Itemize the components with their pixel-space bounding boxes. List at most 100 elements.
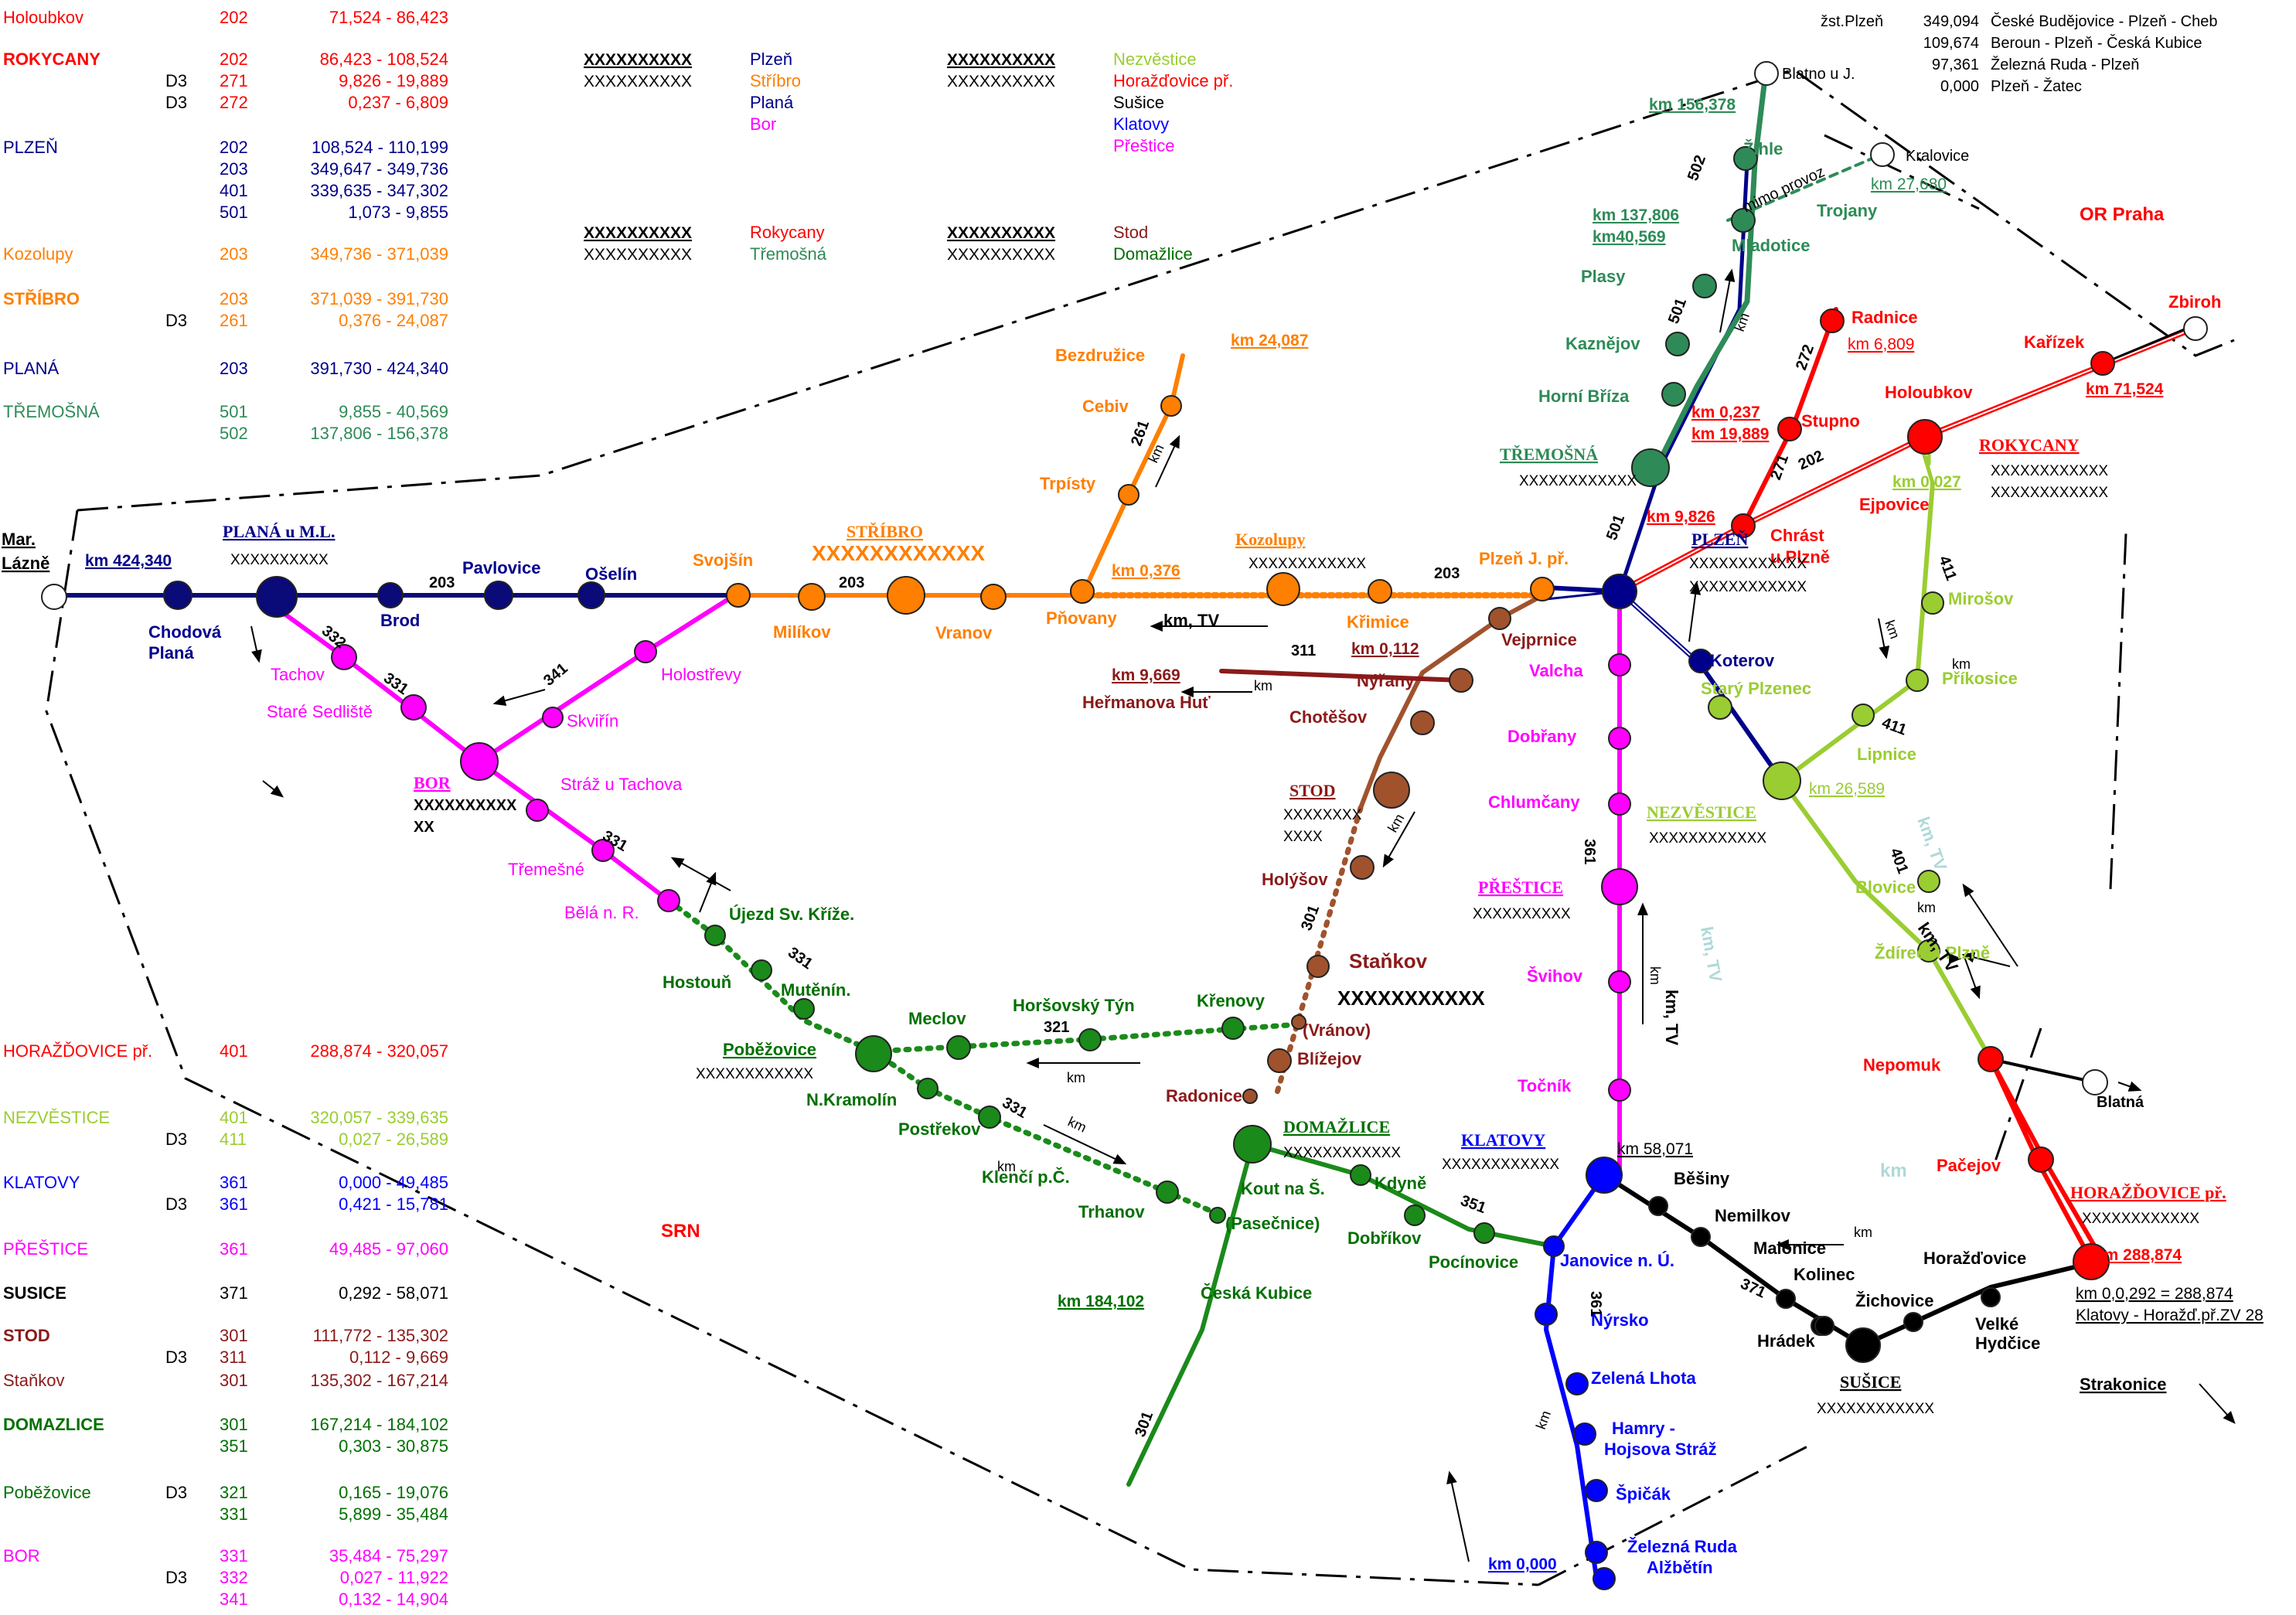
station-label: Lipnice (1857, 744, 1916, 764)
table-km-range: 0,165 - 19,076 (339, 1483, 448, 1502)
table-line-number: 401 (220, 1041, 248, 1061)
station-label: Plasy (1581, 267, 1626, 286)
table-km-range: 71,524 - 86,423 (329, 8, 448, 27)
station-dot (946, 1035, 971, 1060)
station-label: (Vránov) (1303, 1020, 1371, 1040)
arrow-head (1169, 434, 1180, 449)
arrow-head (1150, 621, 1163, 632)
station-dot (1266, 572, 1300, 606)
table-station-name: PLANÁ (3, 359, 59, 378)
station-dot (1608, 653, 1631, 676)
table-km-range: 9,826 - 19,889 (339, 71, 448, 90)
km-label: km (1145, 441, 1167, 465)
line-number: 501 (1603, 513, 1628, 543)
station-label: Valcha (1529, 661, 1583, 680)
station-dot (256, 576, 298, 618)
arrow-head (1382, 853, 1394, 868)
station-dot (1602, 574, 1637, 609)
table-line-number: 271 (220, 71, 248, 90)
km-label: km (1880, 1160, 1907, 1181)
station-dot (41, 584, 67, 610)
station-dot (1851, 704, 1875, 727)
station-dot (1845, 1327, 1881, 1363)
table-km-range: 0,376 - 24,087 (339, 311, 448, 330)
station-label: Tachov (271, 665, 325, 684)
station-label: Ošelín (585, 564, 637, 584)
table-line-number: 203 (220, 359, 248, 378)
station-dot (1160, 395, 1182, 417)
station-dot (1608, 792, 1631, 816)
station-label: Vranov (935, 623, 993, 642)
station-dot (331, 644, 357, 670)
table-right-head: žst.Plzeň (1821, 13, 1883, 30)
line-number: 341 (540, 660, 571, 690)
station-dot (1981, 1287, 2001, 1307)
station-dot (1903, 1312, 1923, 1332)
line-number: 203 (1434, 565, 1460, 582)
placeholder-xs: XXXXXXXXXXXX (696, 1066, 813, 1082)
station-label: Švihov (1527, 966, 1583, 986)
legend-district: Třemošná (750, 244, 827, 264)
line-number: 203 (429, 574, 455, 591)
km-mark: km 58,071 (1617, 1140, 1693, 1158)
station-label: Chlumčany (1488, 792, 1580, 812)
station-label: Lázně (2, 554, 49, 573)
km-label: km (1533, 1409, 1554, 1431)
station-label: Stupno (1801, 411, 1860, 431)
station-label: Česká Kubice (1201, 1283, 1312, 1303)
placeholder-xs: XXXXXXXXXXXX (1689, 579, 1807, 595)
table-station-name: TŘEMOŠNÁ (3, 402, 100, 421)
table-line-number: 272 (220, 93, 248, 112)
table-line-number: 351 (220, 1436, 248, 1456)
station-dot (1070, 579, 1095, 604)
station-dot (377, 582, 404, 608)
station-label: Kout na Š. (1241, 1179, 1325, 1198)
station-label: Mladotice (1732, 236, 1810, 255)
placeholder-xs: XXXXXXXXXXXX (1519, 473, 1637, 489)
station-dot (1631, 448, 1670, 487)
station-dot (1665, 332, 1690, 356)
station-dot (917, 1078, 938, 1099)
station-label: Hamry - (1612, 1419, 1675, 1438)
station-label: PLANÁ u M.L. (223, 522, 335, 541)
table-station-name: NEZVĚSTICE (3, 1108, 110, 1127)
station-label: Plzeň J. př. (1479, 549, 1569, 568)
station-dot (1156, 1181, 1179, 1204)
table-km-range: 320,057 - 339,635 (310, 1108, 448, 1127)
placeholder-xs: XXXXXXXXXXXX (1248, 556, 1366, 572)
station-label: N.Kramolín (806, 1090, 897, 1109)
table-station-name: Holoubkov (3, 8, 83, 27)
arrow-head (1949, 953, 1962, 964)
placeholder-xs: XXXXXXXX (1283, 807, 1362, 823)
station-label: Milíkov (773, 622, 831, 642)
legend-district: Přeštice (1113, 136, 1174, 155)
table-line-number: 321 (220, 1483, 248, 1502)
table-line-number: 361 (220, 1173, 248, 1192)
station-dot (1593, 1567, 1616, 1590)
km-mark: km 6,809 (1848, 336, 1914, 353)
km-mark: km 0,237 (1691, 404, 1760, 421)
km-tv-label: km, TV (1913, 814, 1950, 874)
station-label: Kaznějov (1565, 334, 1640, 353)
station-dot (1473, 1222, 1495, 1244)
line-number: 261 (1128, 418, 1153, 448)
km-mark: km 424,340 (85, 552, 172, 570)
km-tv-label: km, TV (1163, 611, 1219, 630)
station-dot (2183, 316, 2208, 341)
station-label: Staré Sedliště (267, 702, 373, 721)
table-km-range: 9,855 - 40,569 (339, 402, 448, 421)
table-km-range: 349,736 - 371,039 (310, 244, 448, 264)
table-d3-flag: D3 (165, 311, 187, 330)
station-label: Pačejov (1937, 1156, 2001, 1175)
station-dot (163, 581, 192, 610)
placeholder-xs: XXXXXXXXXXXX (1283, 1145, 1401, 1161)
station-dot (1573, 1422, 1596, 1446)
station-label: ROKYCANY (1979, 435, 2080, 455)
station-dot (1820, 308, 1845, 333)
station-dot (793, 998, 815, 1020)
table-line-number: 311 (220, 1348, 247, 1367)
table-km-range: 391,730 - 424,340 (310, 359, 448, 378)
table-line-number: 331 (220, 1504, 248, 1524)
station-label: Železná Ruda (1627, 1537, 1738, 1556)
station-label: Běšiny (1674, 1169, 1730, 1188)
